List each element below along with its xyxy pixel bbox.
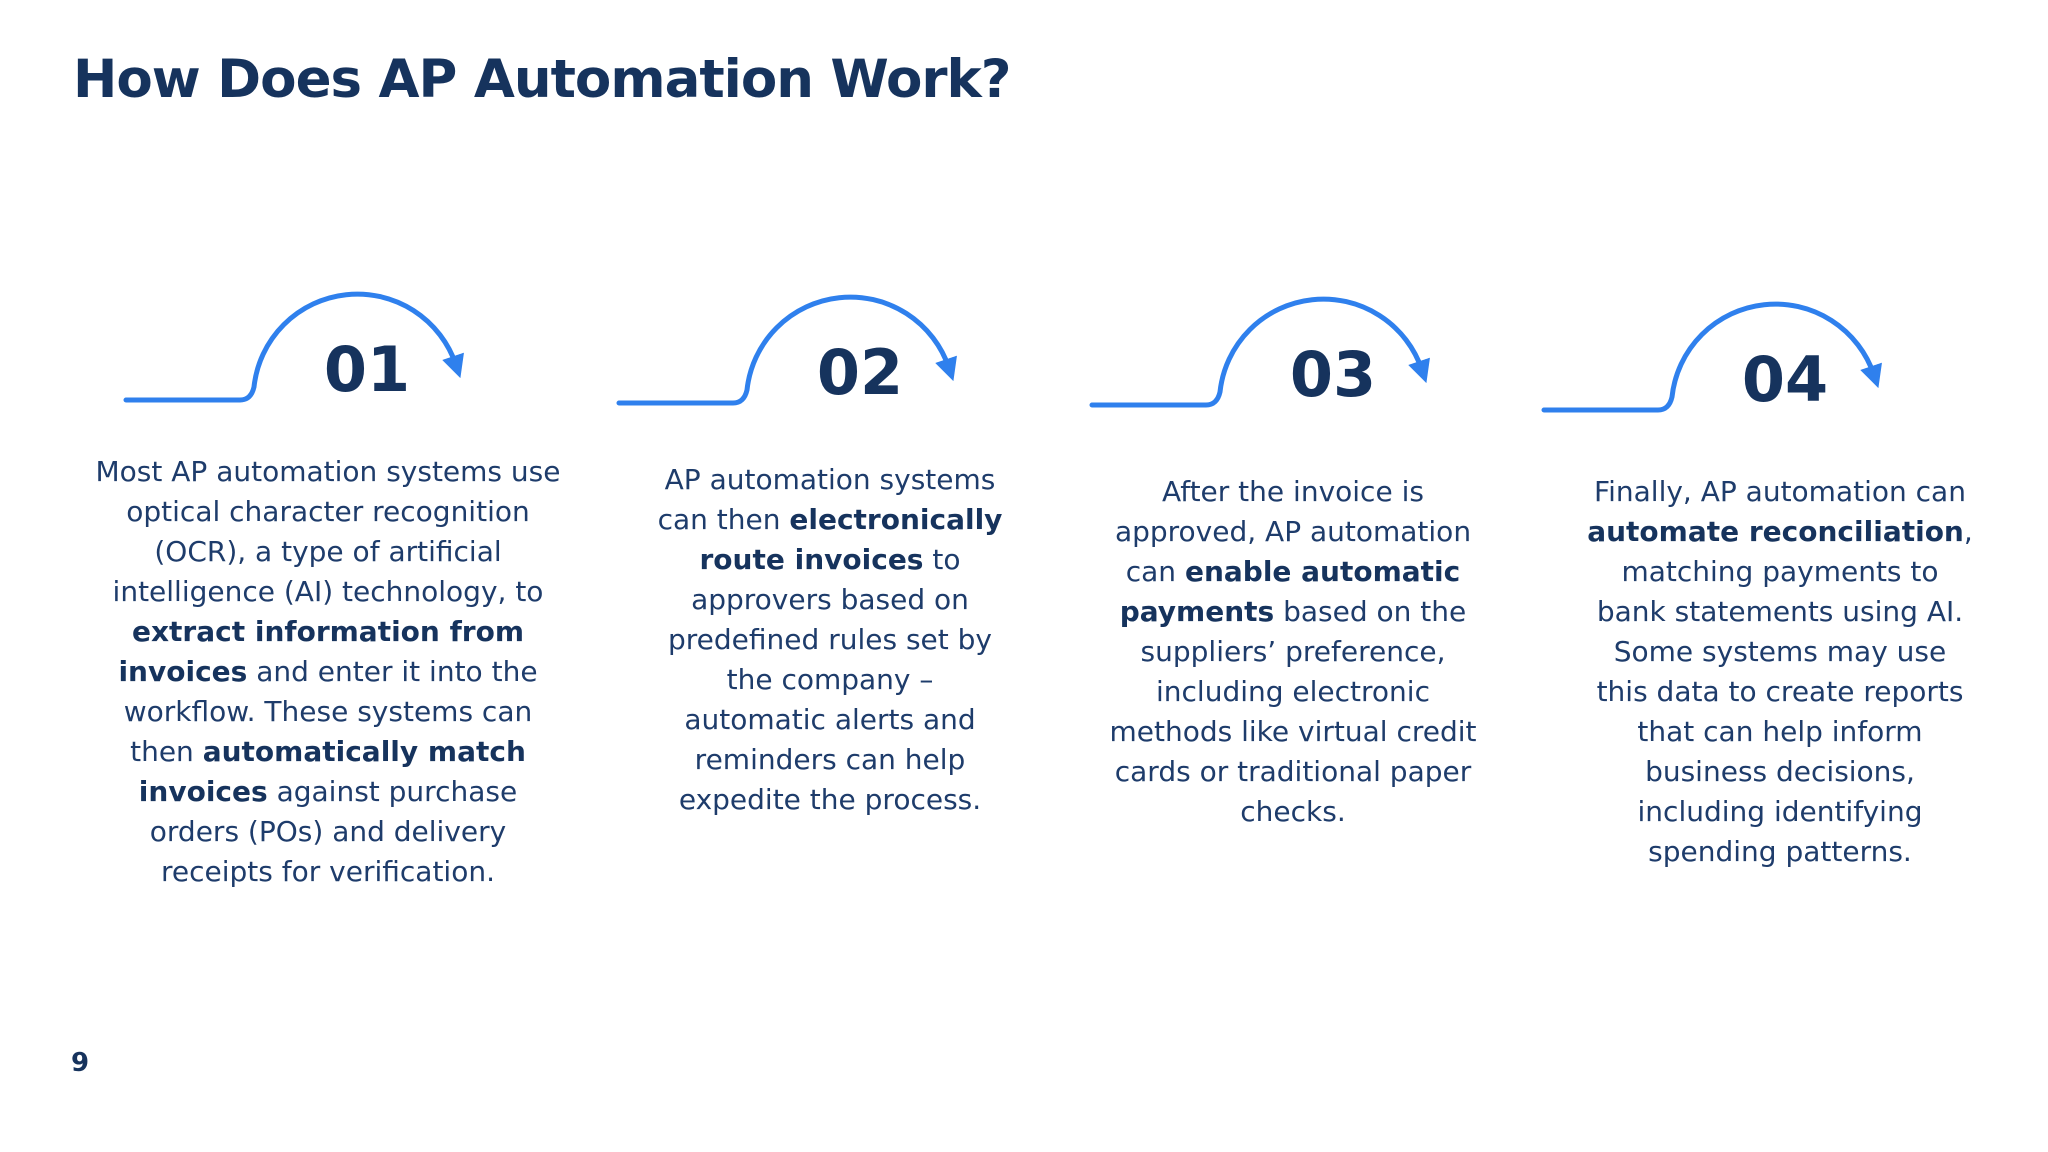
body-text: receipts for verification. [161, 855, 495, 888]
emphasis-text: extract information from [132, 615, 524, 648]
body-text: including identifying [1637, 795, 1923, 828]
step-3-number: 03 [1289, 338, 1377, 411]
body-text: optical character recognition [126, 495, 530, 528]
curved-arrow-down-icon [123, 291, 464, 403]
body-text: checks. [1240, 795, 1346, 828]
body-text: spending patterns. [1648, 835, 1912, 868]
body-text: the company – [726, 663, 934, 696]
curved-arrow-down-icon [1089, 296, 1430, 408]
body-text: approved, AP automation [1114, 515, 1472, 548]
body-text: to [923, 543, 961, 576]
emphasis-text: electronically [789, 503, 1003, 536]
body-text: then [130, 735, 203, 768]
body-text: orders (POs) and delivery [149, 815, 507, 848]
step-3-graphic: 03 [1088, 273, 1438, 418]
body-text: After the invoice is [1162, 475, 1424, 508]
body-text: Some systems may use [1613, 635, 1947, 668]
emphasis-text: automatically match [202, 735, 526, 768]
body-text: including electronic [1156, 675, 1430, 708]
body-text: Finally, AP automation can [1594, 475, 1966, 508]
body-text: bank statements using AI. [1596, 595, 1964, 628]
step-4-graphic: 04 [1540, 278, 1890, 423]
body-text: cards or traditional paper [1114, 755, 1472, 788]
step-4-number: 04 [1741, 343, 1829, 416]
page-number: 9 [71, 1048, 90, 1078]
curved-arrow-down-icon [616, 294, 957, 406]
emphasis-text: automate reconciliation [1587, 515, 1964, 548]
body-text: Most AP automation systems use [95, 455, 561, 488]
step-1-graphic: 01 [122, 268, 472, 413]
body-text: expedite the process. [678, 783, 982, 816]
body-text: can then [657, 503, 790, 536]
emphasis-text: invoices [118, 655, 248, 688]
body-text: workflow. These systems can [123, 695, 533, 728]
body-text: , [1963, 515, 1973, 548]
body-text: this data to create reports [1596, 675, 1964, 708]
body-text: reminders can help [694, 743, 966, 776]
step-2-number: 02 [816, 336, 904, 409]
body-text: and enter it into the [247, 655, 538, 688]
body-text: AP automation systems [664, 463, 996, 496]
emphasis-text: route invoices [699, 543, 924, 576]
step-2-description: AP automation systems can then electronic… [630, 460, 1030, 820]
body-text: methods like virtual credit [1109, 715, 1477, 748]
step-1-description: Most AP automation systems use optical ch… [58, 452, 598, 892]
body-text: automatic alerts and [684, 703, 976, 736]
emphasis-text: invoices [138, 775, 268, 808]
body-text: can [1125, 555, 1185, 588]
body-text: predefined rules set by [668, 623, 992, 656]
body-text: based on the [1274, 595, 1467, 628]
step-2-graphic: 02 [615, 271, 965, 416]
step-3-description: After the invoice is approved, AP automat… [1073, 472, 1513, 832]
body-text: intelligence (AI) technology, to [112, 575, 544, 608]
body-text: matching payments to [1621, 555, 1939, 588]
body-text: approvers based on [691, 583, 969, 616]
body-text: that can help inform [1637, 715, 1923, 748]
step-4-description: Finally, AP automation can automate recon… [1555, 472, 2005, 872]
body-text: against purchase [267, 775, 518, 808]
step-1-number: 01 [323, 333, 411, 406]
curved-arrow-down-icon [1541, 301, 1882, 413]
body-text: (OCR), a type of artificial [154, 535, 502, 568]
page-title: How Does AP Automation Work? [73, 49, 1012, 110]
body-text: suppliers’ preference, [1140, 635, 1446, 668]
body-text: business decisions, [1645, 755, 1915, 788]
emphasis-text: payments [1119, 595, 1275, 628]
emphasis-text: enable automatic [1184, 555, 1461, 588]
